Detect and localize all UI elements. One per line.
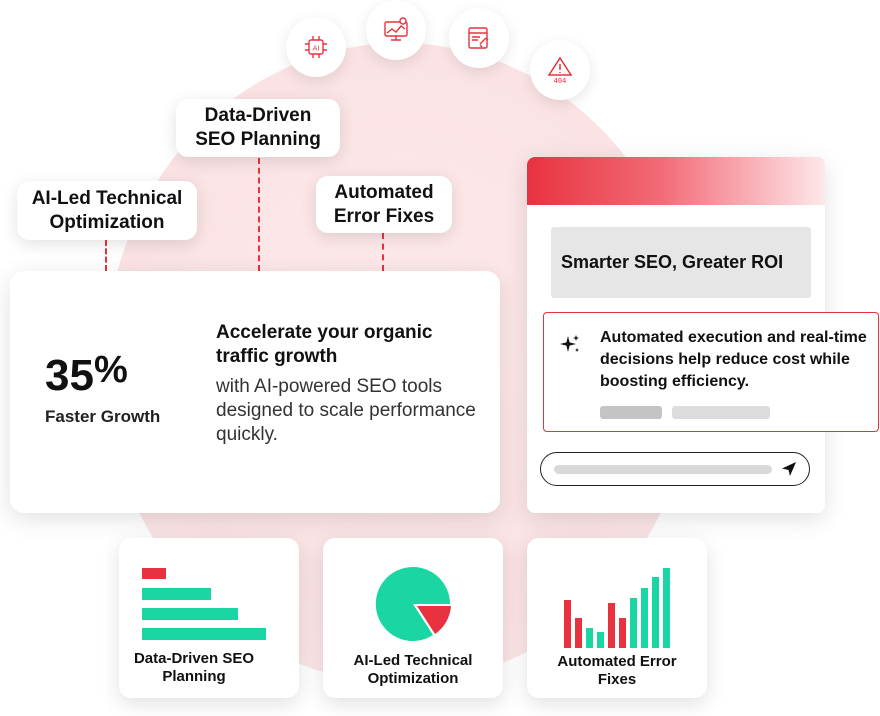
- send-icon[interactable]: [781, 461, 797, 477]
- bar-chart-icon: [142, 568, 266, 640]
- error-404-icon: 404: [530, 40, 590, 100]
- card-data-driven-seo-planning: Data-Driven SEO Planning: [119, 538, 299, 698]
- label-text: Automated Error Fixes: [333, 181, 435, 227]
- card-automated-error-fixes: Automated Error Fixes: [527, 538, 707, 698]
- ai-chip-icon: AI: [286, 17, 346, 77]
- connector-fixes: [382, 233, 384, 271]
- label-text: AI-Led Technical Optimization: [31, 187, 183, 233]
- input-placeholder-bar: [554, 465, 772, 474]
- card-headline: Accelerate your organic traffic growth: [216, 322, 433, 367]
- placeholder-pill: [600, 406, 662, 419]
- sparkle-icon: [560, 335, 579, 352]
- growth-card: 35% Faster Growth Accelerate your organi…: [10, 271, 500, 513]
- monitor-analytics-icon: [366, 0, 426, 60]
- svg-text:404: 404: [554, 77, 567, 85]
- card-label: Automated Error Fixes: [557, 653, 677, 688]
- stat-label: Faster Growth: [45, 407, 161, 426]
- web-link-icon: [449, 8, 509, 68]
- chat-message: Smarter SEO, Greater ROI: [551, 227, 811, 298]
- stat-number: 35: [45, 351, 94, 400]
- label-data-driven-seo-planning: Data-Driven SEO Planning: [176, 99, 340, 157]
- card-subline: with AI-powered SEO tools designed to sc…: [216, 376, 476, 445]
- placeholder-pill: [672, 406, 770, 419]
- label-ai-led-technical-optimization: AI-Led Technical Optimization: [17, 181, 197, 240]
- pie-chart-icon: [375, 566, 451, 641]
- connector-planning: [258, 158, 260, 271]
- connector-technical: [105, 240, 107, 271]
- label-automated-error-fixes: Automated Error Fixes: [316, 176, 452, 233]
- card-ai-led-technical-optimization: AI-Led Technical Optimization: [323, 538, 503, 698]
- ai-response-card: Automated execution and real-time decisi…: [543, 312, 879, 432]
- card-label: AI-Led Technical Optimization: [353, 652, 473, 687]
- stat-value: 35%: [45, 349, 128, 401]
- label-text: Data-Driven SEO Planning: [195, 105, 321, 150]
- chat-input[interactable]: [540, 452, 810, 486]
- svg-text:AI: AI: [313, 45, 320, 53]
- column-chart-icon: [564, 568, 670, 648]
- ai-message: Automated execution and real-time decisi…: [600, 329, 867, 390]
- card-label: Data-Driven SEO Planning: [133, 650, 255, 685]
- stat-unit: %: [93, 349, 128, 391]
- chat-header: [527, 157, 825, 205]
